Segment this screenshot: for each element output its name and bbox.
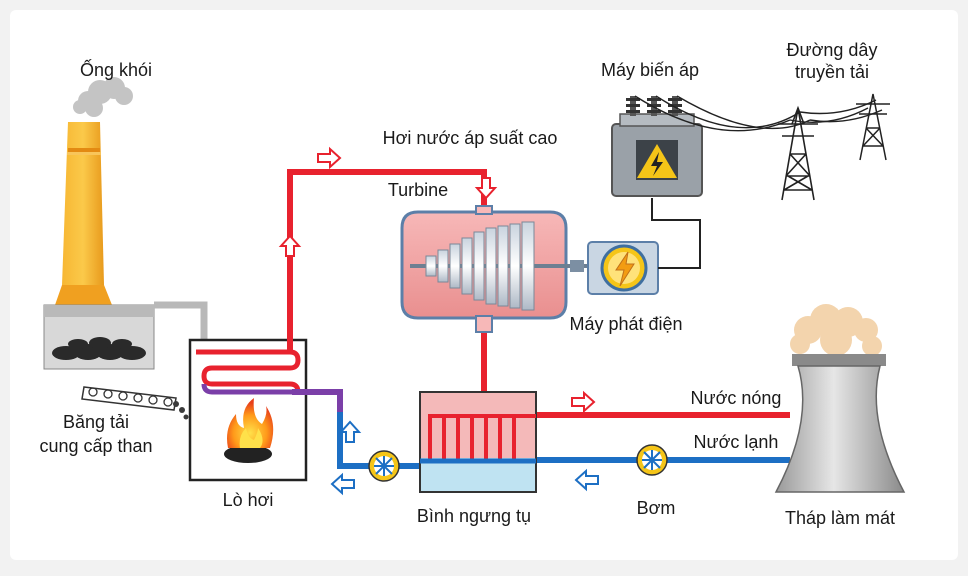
label-pump: Bơm xyxy=(637,498,676,518)
boiler-coil-feed xyxy=(201,383,292,395)
transformer xyxy=(611,96,703,197)
transmission-tower-2 xyxy=(856,93,890,161)
flue-duct xyxy=(154,301,208,340)
flow-arrow-right-2 xyxy=(571,390,596,414)
pump-icon-left xyxy=(368,450,400,482)
feed-water-pipe-warm xyxy=(292,389,343,412)
flow-arrow-up-1 xyxy=(278,234,302,257)
label-condenser: Bình ngưng tụ xyxy=(417,506,531,526)
flow-arrow-left-1 xyxy=(574,468,599,492)
label-coal-conveyor-1: Băng tải xyxy=(63,412,129,432)
cooling-tower xyxy=(774,304,906,493)
pump-icon-right xyxy=(636,444,668,476)
turbine xyxy=(400,205,592,333)
label-turbine: Turbine xyxy=(388,180,448,200)
flow-arrow-down-1 xyxy=(474,177,498,200)
label-power-line-1: Đường dây xyxy=(787,40,878,60)
flow-arrow-up-2 xyxy=(338,420,362,443)
label-coal-conveyor-2: cung cấp than xyxy=(39,436,152,456)
transmission-tower-1 xyxy=(778,105,818,201)
condenser xyxy=(419,391,537,493)
coal-pile xyxy=(52,337,146,360)
fire-icon xyxy=(224,398,274,463)
label-generator: Máy phát điện xyxy=(569,314,682,334)
generator-wire xyxy=(651,198,701,269)
label-cold-water: Nước lạnh xyxy=(694,432,779,452)
turbine-blades xyxy=(425,221,535,311)
power-lines xyxy=(634,95,883,132)
label-boiler: Lò hơi xyxy=(223,490,274,510)
label-hot-water: Nước nóng xyxy=(691,388,782,408)
lightning-icon xyxy=(615,251,635,287)
label-cooling-tower: Tháp làm mát xyxy=(785,508,895,528)
boiler xyxy=(188,338,308,482)
smoke-cloud xyxy=(73,77,133,117)
generator xyxy=(587,241,659,295)
label-high-pressure-steam: Hơi nước áp suất cao xyxy=(383,128,558,148)
flow-arrow-left-2 xyxy=(330,472,355,496)
boiler-coil-hot xyxy=(196,349,301,393)
label-transformer: Máy biến áp xyxy=(601,60,699,80)
steam-cloud xyxy=(790,304,882,356)
label-chimney: Ống khói xyxy=(80,59,152,80)
flow-arrow-right-1 xyxy=(317,146,342,170)
chimney xyxy=(55,77,133,305)
label-power-line-2: truyền tải xyxy=(795,62,869,82)
